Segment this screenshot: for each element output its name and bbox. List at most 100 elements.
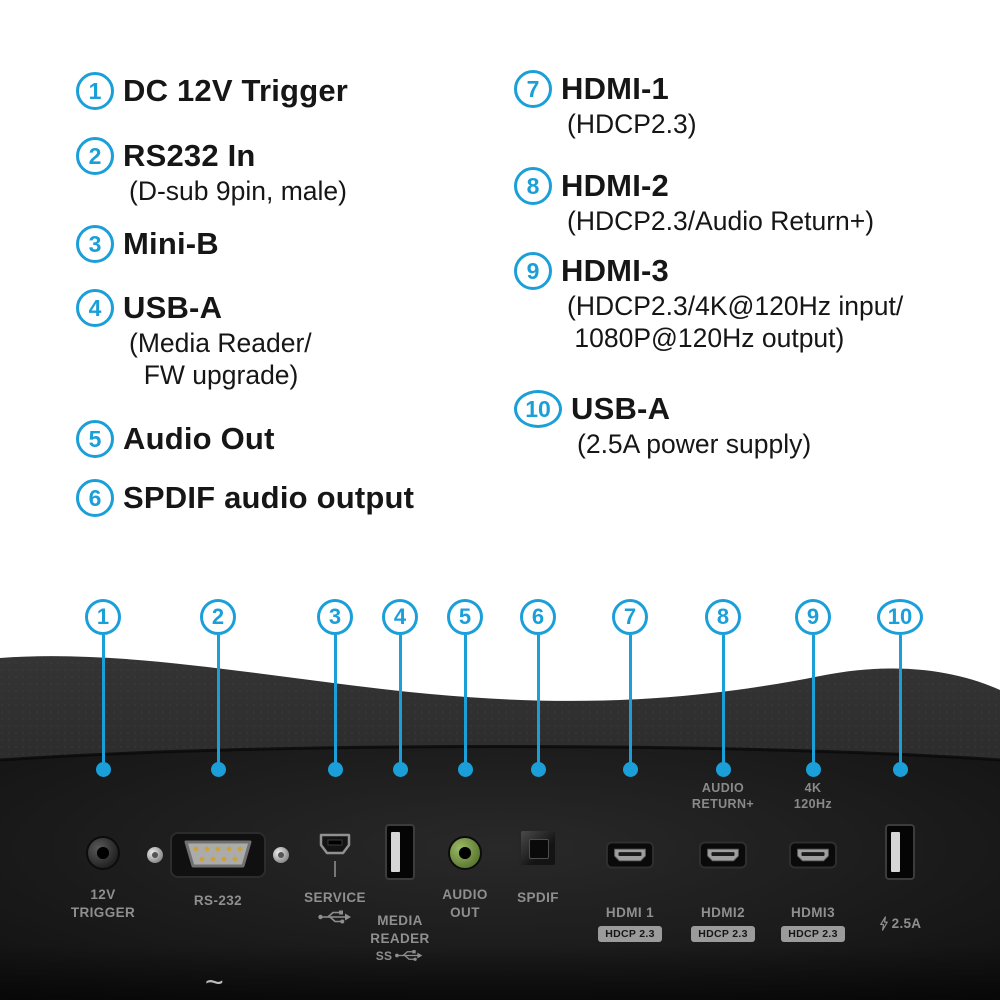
legend-number: 4: [76, 289, 114, 327]
callout-line: [101, 635, 105, 763]
dsub-9pin: [170, 832, 266, 878]
power-bolt-icon: [879, 916, 888, 931]
legend-number: 10: [514, 390, 562, 428]
legend-item-hdmi-3: 9 HDMI-3 (HDCP2.3/4K@120Hz input/ 1080P@…: [514, 252, 903, 355]
callout-8: 8: [705, 599, 741, 777]
port-label-hdmi1: HDMI 1: [605, 905, 655, 920]
callout-line: [216, 635, 220, 763]
callout-number: 10: [877, 599, 923, 635]
callout-line: [398, 635, 402, 763]
callout-number: 6: [520, 599, 556, 635]
legend-item-mini-b: 3 Mini-B: [76, 225, 219, 263]
callout-2: 2: [200, 599, 236, 777]
legend-subtitle: (D-sub 9pin, male): [129, 176, 347, 206]
service-tick-mark: [334, 861, 336, 877]
legend-title: HDMI-2: [561, 168, 669, 203]
callout-dot: [327, 762, 343, 777]
usb-icon: [318, 910, 351, 924]
port-label-hdmi3: HDMI3: [790, 905, 835, 920]
port-label-usb-power: 2.5A: [870, 916, 930, 931]
legend-subtitle: (Media Reader/: [129, 328, 312, 358]
hdmi-port-3: [789, 841, 837, 869]
callout-5: 5: [447, 599, 483, 777]
callout-4: 4: [382, 599, 418, 777]
callout-number: 7: [612, 599, 648, 635]
callout-dot: [805, 762, 821, 777]
callout-dot: [622, 762, 638, 777]
legend-number: 9: [514, 252, 552, 290]
legend-title: USB-A: [123, 290, 223, 325]
legend-title: Audio Out: [123, 421, 275, 456]
callout-number: 3: [317, 599, 353, 635]
legend-number: 3: [76, 225, 114, 263]
legend-item-hdmi-1: 7 HDMI-1 (HDCP2.3): [514, 70, 697, 140]
callout-number: 9: [795, 599, 831, 635]
port-label-service: SERVICE: [304, 890, 366, 905]
callout-dot: [210, 762, 226, 777]
legend-number: 8: [514, 167, 552, 205]
legend-item-usb-power: 10 USB-A (2.5A power supply): [514, 390, 811, 460]
legend-number: 2: [76, 137, 114, 175]
audio-out-jack: [448, 836, 482, 870]
callout-dot: [530, 762, 546, 777]
legend-title: Mini-B: [123, 226, 219, 261]
callout-line: [898, 635, 902, 763]
screw-standoff: [147, 847, 163, 863]
legend-subtitle: (HDCP2.3/4K@120Hz input/: [567, 291, 904, 321]
legend-subtitle: (2.5A power supply): [577, 429, 812, 459]
callout-6: 6: [520, 599, 556, 777]
port-label-rs232: RS-232: [193, 893, 243, 908]
usb-a-port-media-reader: [385, 824, 415, 880]
hdmi-port-1: [606, 841, 654, 869]
legend-item-usb-a: 4 USB-A (Media Reader/ FW upgrade): [76, 289, 312, 392]
legend-number: 7: [514, 70, 552, 108]
callout-line: [333, 635, 337, 763]
port-label-spdif: SPDIF: [517, 890, 559, 905]
legend-subtitle: FW upgrade): [129, 360, 299, 391]
squiggle-mark: ~: [205, 964, 224, 1000]
callout-line: [536, 635, 540, 763]
usb-a-port-power: [885, 824, 915, 880]
callout-7: 7: [612, 599, 648, 777]
usb-power-label: 2.5A: [891, 916, 922, 931]
legend-subtitle: (HDCP2.3/Audio Return+): [567, 206, 875, 236]
legend-item-spdif: 6 SPDIF audio output: [76, 479, 414, 517]
port-label-hdmi2: HDMI2: [700, 905, 745, 920]
callout-3: 3: [317, 599, 353, 777]
callout-line: [463, 635, 467, 763]
legend-subtitle: (HDCP2.3): [567, 109, 697, 139]
callout-number: 1: [85, 599, 121, 635]
callout-dot: [392, 762, 408, 777]
callout-1: 1: [85, 599, 121, 777]
projector-rear-panel: [0, 656, 1000, 1000]
hdcp-badge-hdmi2: HDCP 2.3: [683, 924, 763, 942]
callout-9: 9: [795, 599, 831, 777]
legend-item-dc-trigger: 1 DC 12V Trigger: [76, 72, 348, 110]
legend-title: DC 12V Trigger: [123, 73, 349, 108]
hdmi-port-2: [699, 841, 747, 869]
callout-line: [811, 635, 815, 763]
callout-line: [628, 635, 632, 763]
ss-label: SS: [375, 948, 393, 963]
callout-dot: [892, 762, 908, 777]
callout-number: 4: [382, 599, 418, 635]
callout-dot: [457, 762, 473, 777]
hdcp-badge-hdmi3: HDCP 2.3: [773, 924, 853, 942]
callout-number: 5: [447, 599, 483, 635]
legend-title: HDMI-1: [561, 71, 669, 106]
callout-number: 2: [200, 599, 236, 635]
legend-number: 1: [76, 72, 114, 110]
mini-b-port: [319, 833, 351, 855]
superspeed-usb-icon: SS: [368, 948, 432, 963]
rs232-connector: [147, 831, 289, 879]
usb-icon: [395, 950, 423, 961]
callout-10: 10: [877, 599, 923, 777]
legend-item-audio-out: 5 Audio Out: [76, 420, 275, 458]
legend-item-hdmi-2: 8 HDMI-2 (HDCP2.3/Audio Return+): [514, 167, 874, 237]
